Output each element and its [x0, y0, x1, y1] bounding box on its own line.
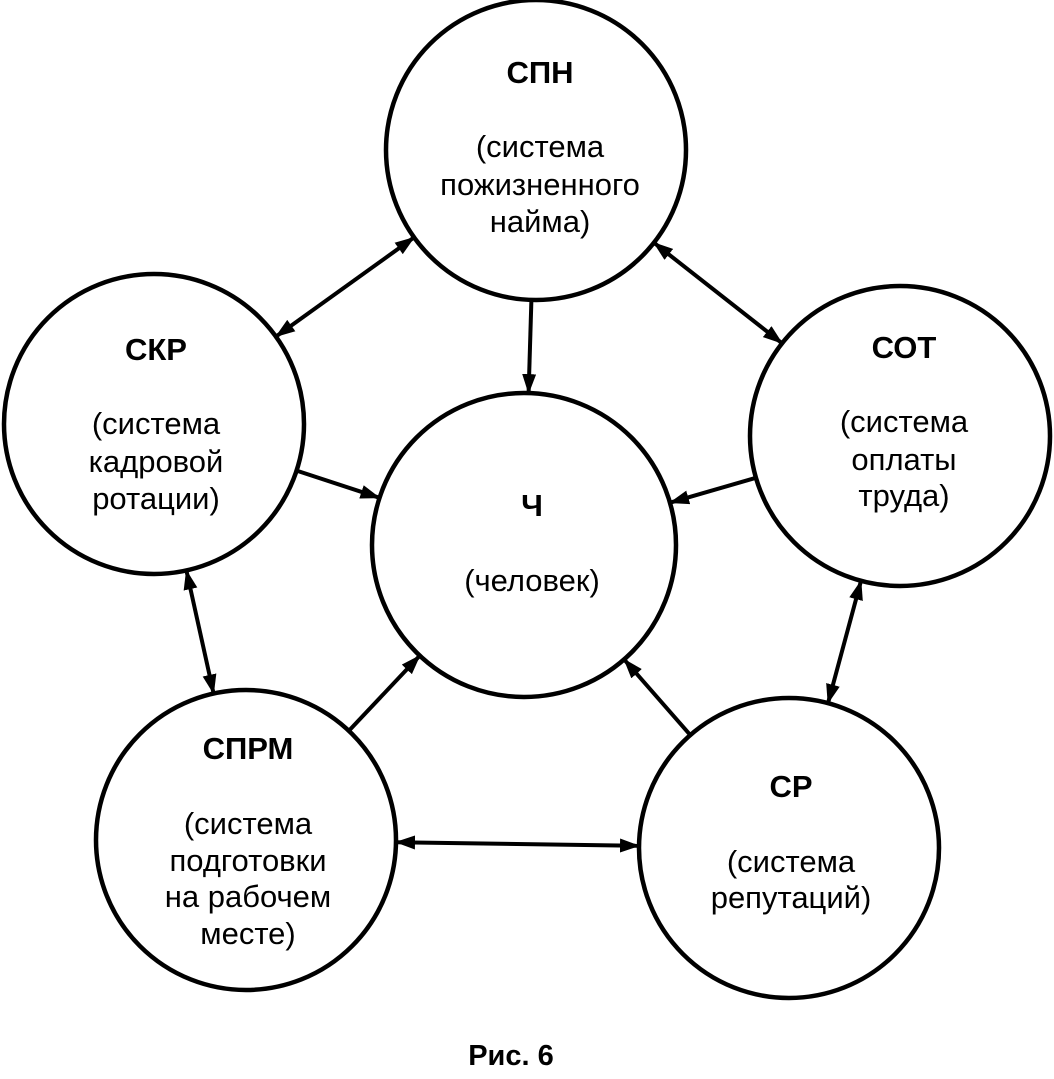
arrow-sot-ch [669, 475, 757, 505]
node-sr-circle [636, 695, 942, 1001]
edges-layer [183, 235, 863, 853]
arrow-skr-sprm [183, 569, 217, 695]
node-sprm-line-3: на рабочем [165, 879, 331, 914]
arrow-spn-skr [274, 235, 416, 339]
node-skr-line-1: (система [92, 406, 221, 441]
node-sprm-abbr: СПРМ [203, 731, 294, 766]
figure-caption: Рис. 6 [468, 1040, 554, 1072]
node-skr-abbr: СКР [125, 332, 187, 367]
node-sot-circle [747, 283, 1053, 589]
node-sprm: СПРМ (система подготовки на рабочем мест… [93, 687, 399, 993]
node-skr-line-3: ротации) [92, 481, 220, 516]
node-sprm-line-1: (система [184, 806, 313, 841]
node-spn: СПН (система пожизненного найма) [383, 0, 689, 303]
node-sr-line-2: репутаций) [711, 880, 872, 915]
node-sot: СОТ (система оплаты труда) [747, 283, 1053, 589]
node-spn-line-1: (система [476, 129, 605, 164]
node-spn-circle [383, 0, 689, 303]
node-sprm-circle [93, 687, 399, 993]
arrow-sot-sr [826, 579, 863, 705]
node-skr: СКР (система кадровой ротации) [1, 271, 307, 577]
node-sot-line-1: (система [840, 404, 969, 439]
arrow-skr-ch [295, 468, 381, 500]
node-ch-line-1: (человек) [464, 563, 600, 598]
node-ch: Ч (человек) [369, 390, 679, 700]
arrow-sprm-ch [347, 654, 422, 733]
arrow-spn-ch [522, 299, 537, 395]
node-sprm-line-4: месте) [200, 916, 295, 951]
node-sot-abbr: СОТ [872, 330, 937, 365]
node-spn-line-3: найма) [490, 204, 591, 239]
node-sot-line-3: труда) [858, 478, 949, 513]
arrow-sr-ch [622, 658, 692, 737]
node-ch-abbr: Ч [521, 488, 543, 523]
node-skr-circle [1, 271, 307, 577]
node-sr-line-1: (система [727, 844, 856, 879]
node-sr: СР (система репутаций) [636, 695, 942, 1001]
node-skr-line-2: кадровой [89, 444, 224, 479]
node-spn-line-2: пожизненного [440, 167, 640, 202]
node-sprm-line-2: подготовки [169, 843, 326, 878]
arrow-spn-sot [652, 241, 784, 345]
arrow-sprm-sr [395, 835, 640, 853]
node-ch-circle [369, 390, 679, 700]
node-spn-abbr: СПН [506, 55, 573, 90]
node-sr-abbr: СР [769, 769, 812, 804]
node-sot-line-2: оплаты [851, 442, 956, 477]
